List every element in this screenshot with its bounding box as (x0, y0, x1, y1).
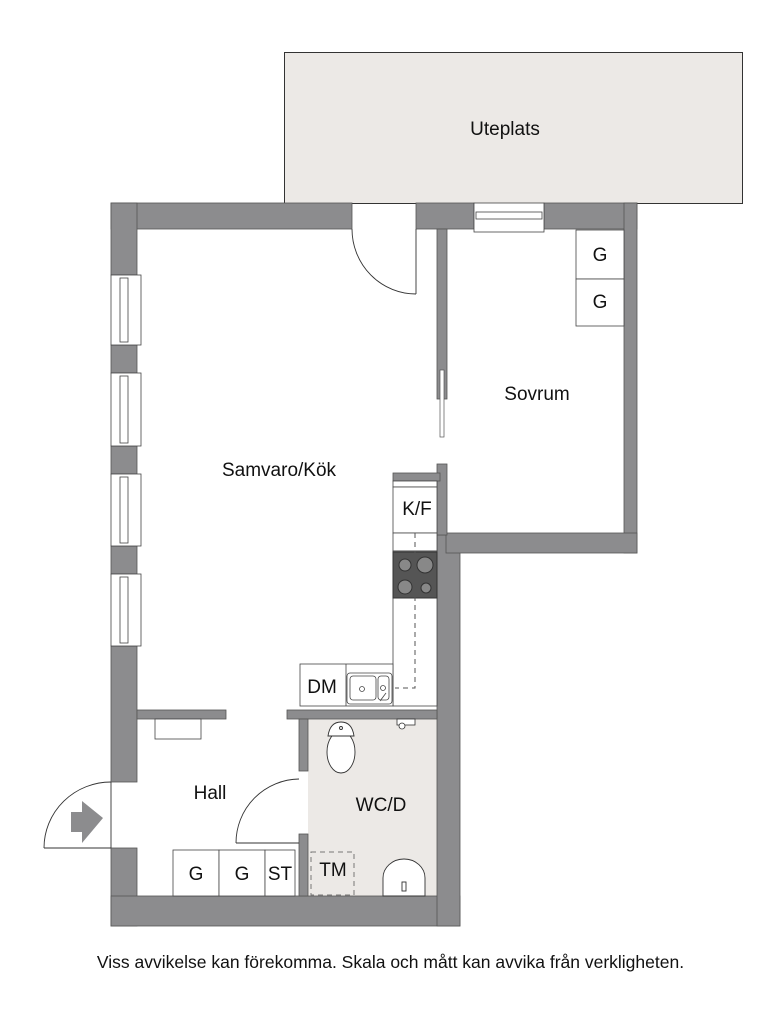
bedroom-window (473, 202, 545, 233)
bedroom-wardrobe-2-label: G (592, 292, 608, 313)
left-windows (110, 274, 142, 647)
room-label-living-kitchen: Samvaro/Kök (221, 460, 337, 481)
hall-wardrobe-2-label: G (234, 864, 250, 885)
room-label-hall: Hall (193, 783, 227, 804)
sink-icon (346, 672, 393, 705)
entry-door (43, 781, 112, 849)
walls (110, 202, 638, 927)
stove-icon (392, 551, 438, 599)
washing-machine-outline (310, 851, 355, 896)
room-label-bathroom: WC/D (355, 795, 407, 816)
bathroom-sink-icon (382, 858, 426, 897)
hall-wardrobe-1-label: G (188, 864, 204, 885)
room-label-bedroom: Sovrum (504, 384, 570, 405)
entry-arrow-icon (71, 801, 103, 843)
bedroom-wardrobe-1-label: G (592, 245, 608, 266)
hall-shelf (154, 718, 202, 740)
terrace-area (284, 52, 743, 204)
shower-icon (396, 718, 416, 730)
dishwasher-label: DM (307, 677, 337, 698)
bathroom-door (235, 778, 300, 844)
hall-wardrobes (172, 849, 296, 897)
room-label-terrace: Uteplats (470, 119, 540, 140)
fridge-freezer-label: K/F (402, 499, 432, 520)
bedroom-wardrobes (575, 229, 625, 327)
bedroom-sliding-door (439, 369, 445, 438)
terrace-door (351, 228, 417, 295)
disclaimer-text: Viss avvikelse kan förekomma. Skala och … (96, 952, 685, 972)
washing-machine-label: TM (319, 860, 347, 881)
toilet-icon (326, 721, 356, 774)
hall-cleaning-closet-label: ST (267, 864, 293, 885)
